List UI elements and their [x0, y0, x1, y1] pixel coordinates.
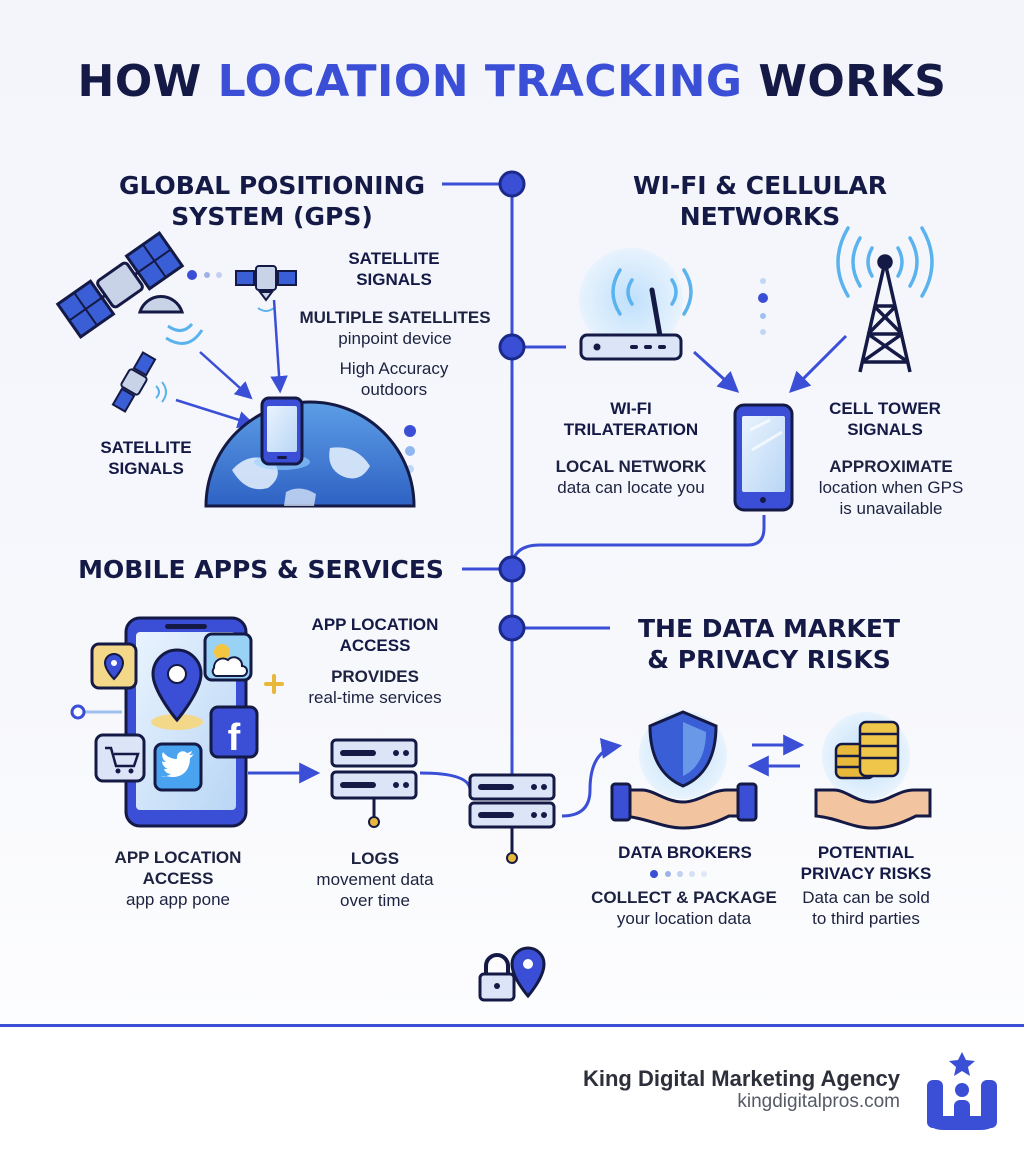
- smartphone-icon-gps: [260, 396, 304, 466]
- hand-icon: [610, 782, 758, 830]
- diagram-graphics: f: [55, 170, 934, 1002]
- shield-icon: [648, 710, 718, 788]
- cell-waves-icon: [836, 226, 934, 298]
- brand-name: King Digital Marketing Agency: [582, 1066, 900, 1091]
- page-title: HOW LOCATION TRACKING WORKS: [77, 56, 947, 107]
- lock-icon: [478, 953, 516, 1002]
- apps-heading: MOBILE APPS & SERVICES: [78, 555, 444, 584]
- timeline: [442, 170, 766, 775]
- brand-logo-icon: [927, 1052, 997, 1130]
- pager-dots: [650, 870, 707, 878]
- svg-text:f: f: [228, 717, 241, 759]
- data-brokers-label: DATA BROKERS: [618, 843, 752, 862]
- signal-waves-icon-2: [155, 381, 167, 403]
- signal-waves-icon: [165, 322, 204, 345]
- timeline-node-market: [498, 614, 526, 642]
- wifi-waves-icon: [611, 268, 693, 316]
- server-icon-2: [468, 773, 556, 864]
- small-satellite-icon-2: [111, 351, 157, 413]
- footer-divider: [0, 1024, 1024, 1027]
- dots-decoration: [187, 270, 768, 487]
- location-pin-icon: [151, 648, 203, 730]
- cell-tower-icon: [858, 254, 912, 373]
- coins-icon: [834, 720, 900, 780]
- router-icon: [579, 287, 683, 361]
- timeline-node-apps: [498, 555, 526, 583]
- footer: [0, 1027, 1024, 1154]
- timeline-node-wifi: [498, 333, 526, 361]
- satellite-dish-icon: [137, 295, 185, 314]
- weather-app-icon: [203, 632, 253, 682]
- globe-icon: [204, 400, 416, 508]
- small-satellite-icon: [235, 265, 297, 312]
- timeline-node-gps: [498, 170, 526, 198]
- shopping-cart-icon: [94, 733, 146, 783]
- map-app-icon: [90, 642, 138, 690]
- location-pin-icon-2: [510, 946, 546, 999]
- satellite-icon: [55, 230, 185, 340]
- brand-url: kingdigitalpros.com: [737, 1091, 900, 1112]
- twitter-icon: [153, 742, 203, 792]
- market-heading: THE DATA MARKET& PRIVACY RISKS: [637, 614, 901, 674]
- server-icon: [330, 738, 418, 828]
- hand-icon-2: [814, 788, 932, 830]
- smartphone-icon-wifi: [733, 403, 794, 512]
- facebook-icon: f: [209, 705, 259, 759]
